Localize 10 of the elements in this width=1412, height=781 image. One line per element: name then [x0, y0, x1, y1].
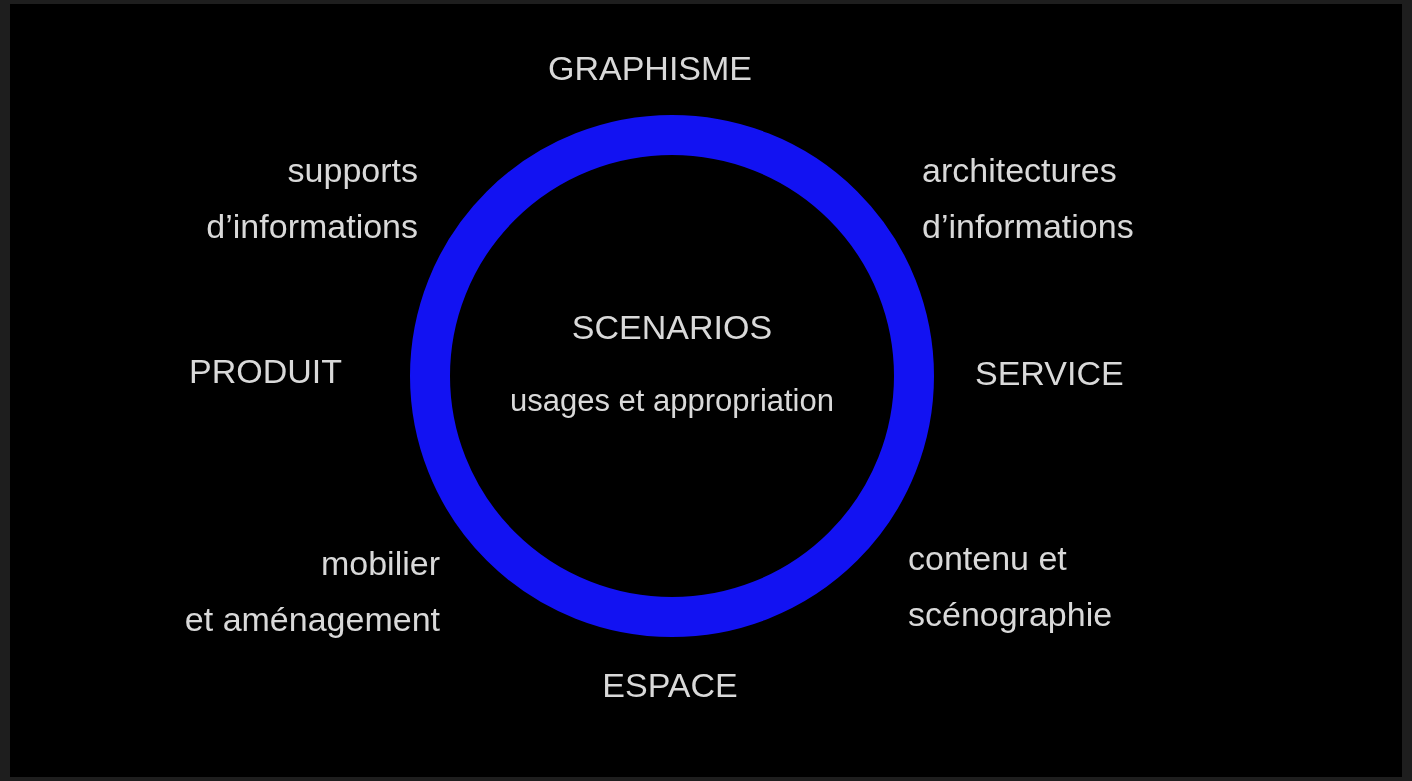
category-label: SERVICE [975, 353, 1125, 394]
ring-subtitle: usages et appropriation [509, 382, 835, 420]
category-label: GRAPHISME [546, 48, 753, 89]
category-label: ESPACE [601, 665, 739, 706]
category-label: architectures d’informations [922, 150, 1135, 247]
ring-title: SCENARIOS [570, 307, 774, 348]
category-label: contenu et scénographie [908, 538, 1114, 635]
category-label: supports d’informations [205, 150, 418, 247]
category-label: mobilier et aménagement [183, 543, 440, 640]
category-label: PRODUIT [188, 351, 342, 392]
